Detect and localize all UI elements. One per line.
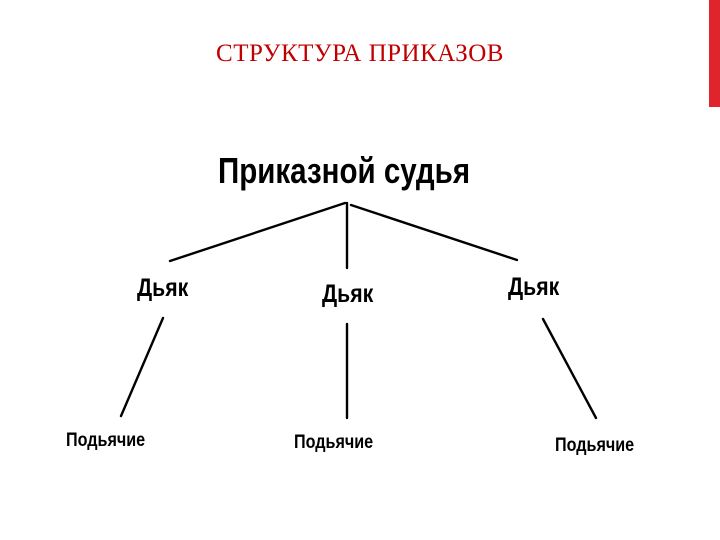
slide-title: СТРУКТУРА ПРИКАЗОВ [216,40,504,67]
clerk-node-3: Дьяк [508,273,560,301]
accent-bar [709,0,720,107]
root-node-judge: Приказной судья [218,150,471,191]
connector-clerk-3-to-under-3 [541,317,598,420]
subordinate-node-1: Подьячие [66,430,146,451]
subordinate-node-2: Подьячие [294,432,374,453]
connector-clerk-1-to-under-1 [119,316,165,418]
connector-root-to-clerk-1 [168,201,347,263]
subordinate-node-3: Подьячие [555,435,635,456]
clerk-node-1: Дьяк [137,274,189,302]
clerk-node-2: Дьяк [322,280,374,308]
connector-root-to-clerk-3 [349,203,519,262]
